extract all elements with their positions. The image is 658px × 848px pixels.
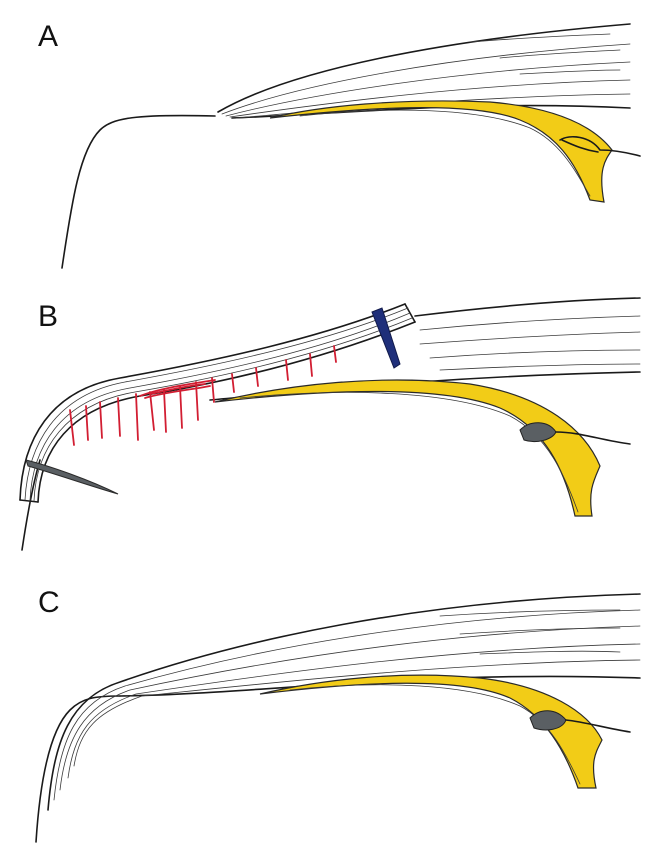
tendon-strip-fibres-b <box>25 308 412 501</box>
bone-contour-c <box>36 696 120 842</box>
tendon-strip-lower-b <box>38 322 415 502</box>
suture-marks-b <box>70 346 336 445</box>
muscle-fibres-b <box>420 316 640 370</box>
panel-c-drawing <box>0 570 658 848</box>
muscle-upper-edge-b <box>415 298 640 316</box>
yellow-tendon-b <box>215 380 600 516</box>
bone-contour-b <box>22 460 40 550</box>
yellow-tendon-c <box>260 675 602 788</box>
panel-b-drawing <box>0 280 658 570</box>
bone-contour-a <box>62 116 215 268</box>
panel-a-drawing <box>0 0 658 280</box>
muscle-upper-edge-a <box>218 24 630 112</box>
tendon-strip-upper-b <box>20 304 405 500</box>
